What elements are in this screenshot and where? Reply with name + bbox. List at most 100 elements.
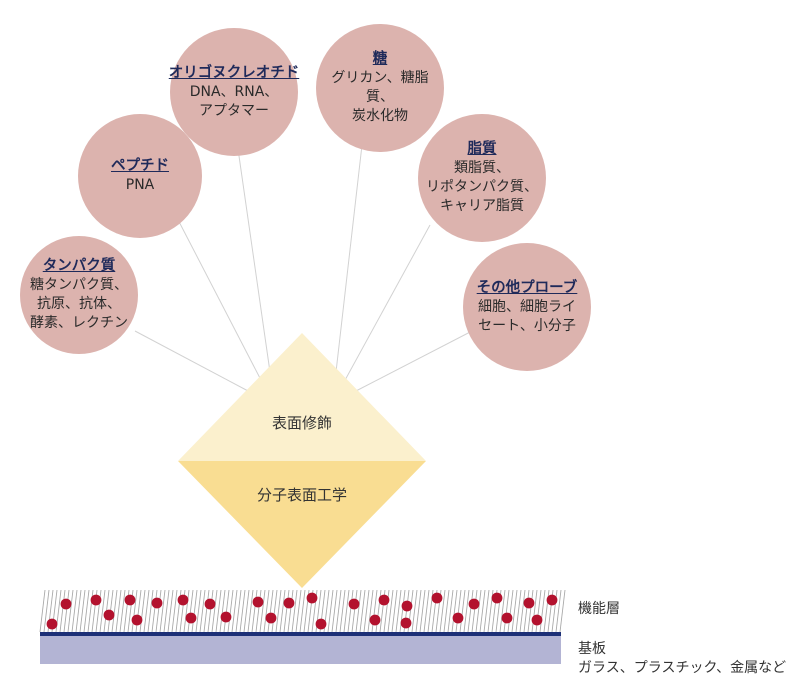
substrate-title: 基板 — [578, 641, 606, 657]
hatch-stroke — [271, 589, 278, 633]
molecule-dot — [452, 612, 464, 624]
hatch-stroke — [479, 589, 486, 633]
hatch-stroke — [411, 589, 418, 633]
hatch-stroke — [207, 589, 214, 633]
hatch-stroke — [475, 589, 482, 633]
bubble-lipid-body: 類脂質、 リポタンパク質、 キャリア脂質 — [426, 160, 538, 214]
hatch-stroke — [171, 589, 178, 633]
hatch-stroke — [195, 589, 202, 633]
hatch-stroke — [147, 589, 154, 633]
hatch-stroke — [263, 589, 270, 633]
molecule-dot — [431, 592, 443, 604]
hatch-stroke — [459, 589, 466, 633]
molecule-dot — [103, 609, 115, 621]
diamond-bottom-label: 分子表面工学 — [256, 486, 347, 504]
bubble-other-title: その他プローブ — [476, 279, 578, 296]
hatch-stroke — [343, 589, 350, 633]
hatch-stroke — [415, 589, 422, 633]
hatch-stroke — [423, 589, 430, 633]
hatch-stroke — [523, 589, 530, 633]
substrate-subtitle: ガラス、プラスチック、金属など — [578, 660, 787, 676]
hatch-stroke — [43, 589, 50, 633]
functional-layer-hatch — [39, 589, 566, 633]
hatch-stroke — [143, 589, 150, 633]
molecule-dot — [315, 618, 327, 630]
molecule-dot — [306, 592, 318, 604]
molecule-dot — [177, 594, 189, 606]
molecule-dot — [491, 592, 503, 604]
hatch-stroke — [451, 589, 458, 633]
molecule-dot — [90, 594, 102, 606]
functional-layer-label: 機能層 — [578, 601, 620, 617]
hatch-stroke — [355, 589, 362, 633]
bubble-peptide-body: PNA — [125, 177, 155, 193]
bubble-lipid: 脂質 類脂質、 リポタンパク質、 キャリア脂質 — [418, 114, 546, 242]
hatch-stroke — [191, 589, 198, 633]
bubble-oligo: オリゴヌクレオチド DNA、RNA、 アプタマー — [168, 28, 300, 156]
hatch-stroke — [219, 589, 226, 633]
molecule-dot — [131, 614, 143, 626]
hatch-stroke — [115, 589, 122, 633]
hatch-stroke — [239, 589, 246, 633]
hatch-stroke — [79, 589, 86, 633]
hatch-stroke — [119, 589, 126, 633]
hatch-stroke — [275, 589, 282, 633]
hatch-stroke — [331, 589, 338, 633]
hatch-stroke — [187, 589, 194, 633]
hatch-stroke — [243, 589, 250, 633]
hatch-stroke — [211, 589, 218, 633]
hatch-stroke — [259, 589, 266, 633]
hatch-stroke — [395, 589, 402, 633]
bubble-peptide: ペプチド PNA — [78, 114, 202, 238]
hatch-stroke — [231, 589, 238, 633]
hatch-stroke — [183, 589, 190, 633]
hatch-stroke — [531, 589, 538, 633]
hatch-stroke — [391, 589, 398, 633]
bubble-protein: タンパク質 糖タンパク質、 抗原、抗体、 酵素、レクチン — [20, 236, 138, 354]
hatch-stroke — [503, 589, 510, 633]
hatch-stroke — [151, 589, 158, 633]
molecule-dot — [501, 612, 513, 624]
hatch-stroke — [227, 589, 234, 633]
bubble-oligo-title: オリゴヌクレオチド — [168, 64, 300, 81]
hatch-stroke — [439, 589, 446, 633]
bubble-sugar-title: 糖 — [372, 51, 388, 67]
hatch-stroke — [59, 589, 66, 633]
hatch-stroke — [299, 589, 306, 633]
bubble-protein-body: 糖タンパク質、 抗原、抗体、 酵素、レクチン — [30, 277, 128, 331]
hatch-stroke — [135, 589, 142, 633]
hatch-stroke — [71, 589, 78, 633]
hatch-stroke — [295, 589, 302, 633]
hatch-stroke — [279, 589, 286, 633]
molecule-dot — [348, 598, 360, 610]
hatch-stroke — [483, 589, 490, 633]
hatch-stroke — [539, 589, 546, 633]
hatch-stroke — [111, 589, 118, 633]
hatch-stroke — [291, 589, 298, 633]
hatch-stroke — [499, 589, 506, 633]
molecule-dot — [400, 617, 412, 629]
hatch-stroke — [387, 589, 394, 633]
hatch-stroke — [367, 589, 374, 633]
hatch-stroke — [515, 589, 522, 633]
hatch-stroke — [467, 589, 474, 633]
bubble-other-body: 細胞、細胞ライ セート、小分子 — [478, 298, 576, 334]
molecule-dot — [523, 597, 535, 609]
hatch-stroke — [163, 589, 170, 633]
hatch-stroke — [235, 589, 242, 633]
hatch-stroke — [471, 589, 478, 633]
hatch-stroke — [463, 589, 470, 633]
hatch-stroke — [371, 589, 378, 633]
hatch-stroke — [167, 589, 174, 633]
molecule-dot — [220, 611, 232, 623]
hatch-stroke — [199, 589, 206, 633]
bubble-sugar: 糖 グリカン、糖脂質、 炭水化物 — [316, 24, 444, 152]
functional-layer-baseline — [40, 632, 561, 636]
bubble-peptide-title: ペプチド — [111, 158, 169, 174]
hatch-stroke — [351, 589, 358, 633]
hatch-stroke — [67, 589, 74, 633]
hatch-stroke — [39, 589, 46, 633]
hatch-stroke — [419, 589, 426, 633]
bubble-lipid-title: 脂質 — [467, 141, 497, 157]
